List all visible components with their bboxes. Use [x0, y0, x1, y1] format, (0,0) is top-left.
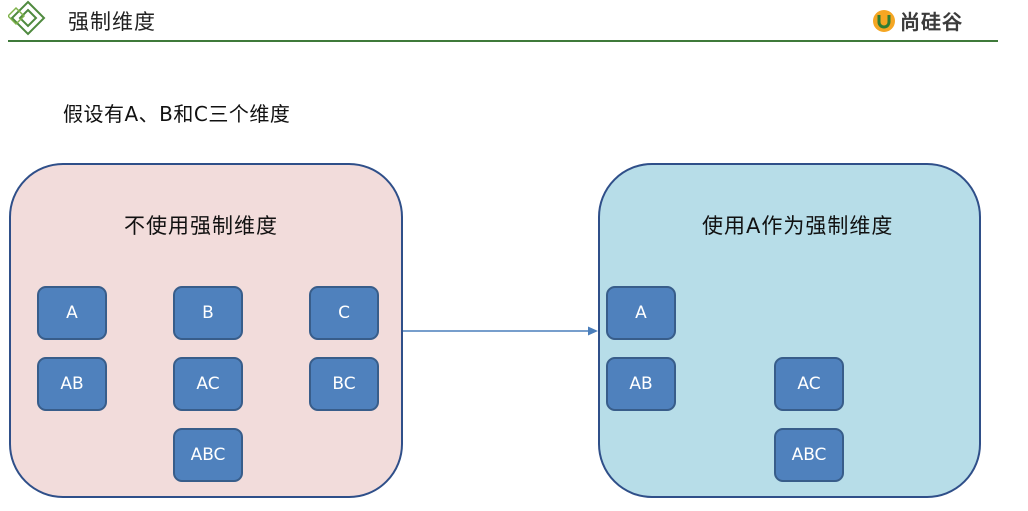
brand-mark-icon — [873, 9, 895, 32]
brand-logo: 尚硅谷 — [872, 6, 963, 35]
right-box-abc: ABC — [774, 428, 844, 482]
right-box-a: A — [606, 286, 676, 340]
left-box-ab: AB — [37, 357, 107, 411]
diamond-logo-icon — [8, 0, 46, 36]
left-box-c: C — [309, 286, 379, 340]
left-panel-title: 不使用强制维度 — [124, 214, 278, 238]
left-box-a: A — [37, 286, 107, 340]
right-panel-title: 使用A作为强制维度 — [702, 214, 894, 238]
brand-name: 尚硅谷 — [900, 10, 963, 34]
subtitle: 假设有A、B和C三个维度 — [63, 102, 291, 126]
left-box-b: B — [173, 286, 243, 340]
header-divider — [8, 40, 998, 42]
page-title: 强制维度 — [68, 10, 156, 34]
left-box-ac: AC — [173, 357, 243, 411]
left-box-bc: BC — [309, 357, 379, 411]
header-bar: 强制维度 尚硅谷 — [0, 0, 1028, 44]
right-box-ab: AB — [606, 357, 676, 411]
left-box-abc: ABC — [173, 428, 243, 482]
right-box-ac: AC — [774, 357, 844, 411]
